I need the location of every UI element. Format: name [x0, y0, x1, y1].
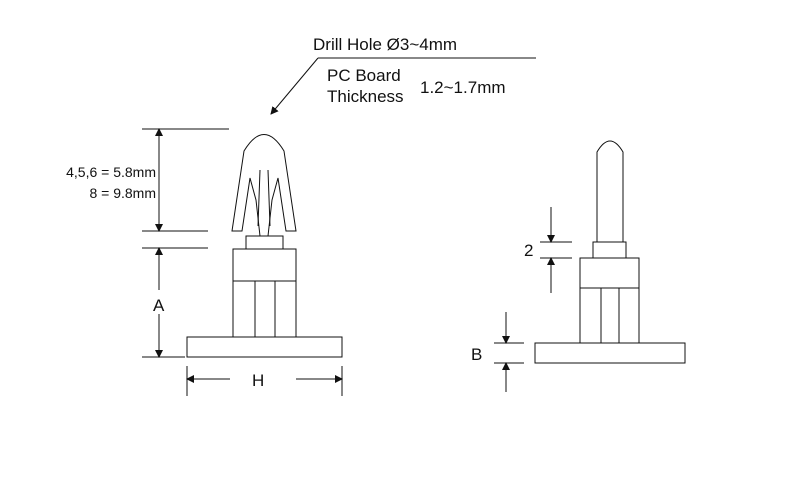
width-dimension-h — [186, 366, 343, 396]
right-flange — [592, 241, 627, 259]
dim-h-label: H — [252, 371, 264, 390]
drill-hole-label: Drill Hole Ø3~4mm — [313, 35, 457, 54]
right-spacer-part — [534, 140, 686, 364]
callout-leader — [270, 57, 536, 115]
right-pin — [596, 140, 624, 243]
dimension-b — [494, 312, 524, 392]
right-body — [579, 257, 640, 344]
left-base-plate — [186, 336, 343, 358]
left-neck — [245, 235, 284, 250]
height-spec-line2: 8 = 9.8mm — [89, 185, 156, 201]
left-snap-head — [231, 134, 297, 237]
pc-board-label: PC Board — [327, 66, 401, 85]
height-spec-line1: 4,5,6 = 5.8mm — [66, 164, 156, 180]
dim-2-label: 2 — [524, 241, 533, 260]
thickness-value: 1.2~1.7mm — [420, 78, 506, 97]
left-body — [232, 248, 297, 338]
left-height-dimension — [142, 128, 229, 358]
thickness-label: Thickness — [327, 87, 404, 106]
right-base-plate — [534, 342, 686, 364]
left-spacer-part — [186, 134, 343, 358]
dim-b-label: B — [471, 345, 482, 364]
dim-a-label: A — [153, 296, 165, 315]
dimension-2 — [540, 207, 572, 293]
